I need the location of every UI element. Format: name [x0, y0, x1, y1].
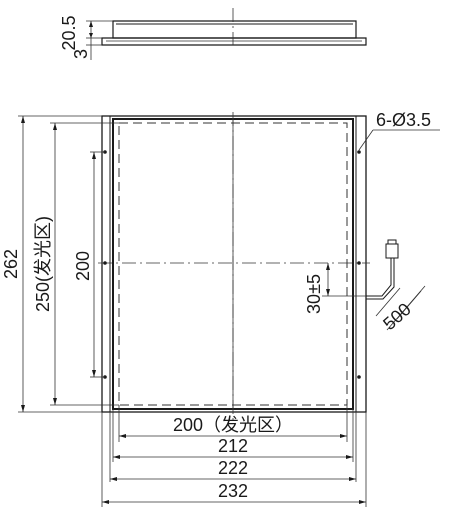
- cable-icon: [366, 258, 392, 297]
- width-emitting-label: 200（发光区）: [173, 415, 293, 435]
- height-total-label: 262: [1, 249, 21, 279]
- width-mid-label: 222: [218, 458, 248, 478]
- side-view: 20.5 3: [59, 8, 367, 60]
- hole-spacing-label: 200: [73, 251, 93, 281]
- mounting-hole-icon: [357, 261, 361, 265]
- width-total-label: 232: [218, 481, 248, 501]
- hole-callout-label: 6-Ø3.5: [376, 110, 431, 130]
- side-plate-height-label: 3: [71, 49, 91, 59]
- mounting-hole-icon: [357, 375, 361, 379]
- cable-offset-label: 30±5: [304, 274, 324, 314]
- mounting-hole-icon: [357, 150, 361, 154]
- mounting-hole-icon: [103, 261, 107, 265]
- side-height-label: 20.5: [59, 15, 79, 50]
- height-emitting-label: 250(发光区): [33, 216, 53, 312]
- front-view: 6-Ø3.5 262 250(发光区) 200 30±5: [1, 110, 440, 507]
- width-inner-label: 212: [218, 436, 248, 456]
